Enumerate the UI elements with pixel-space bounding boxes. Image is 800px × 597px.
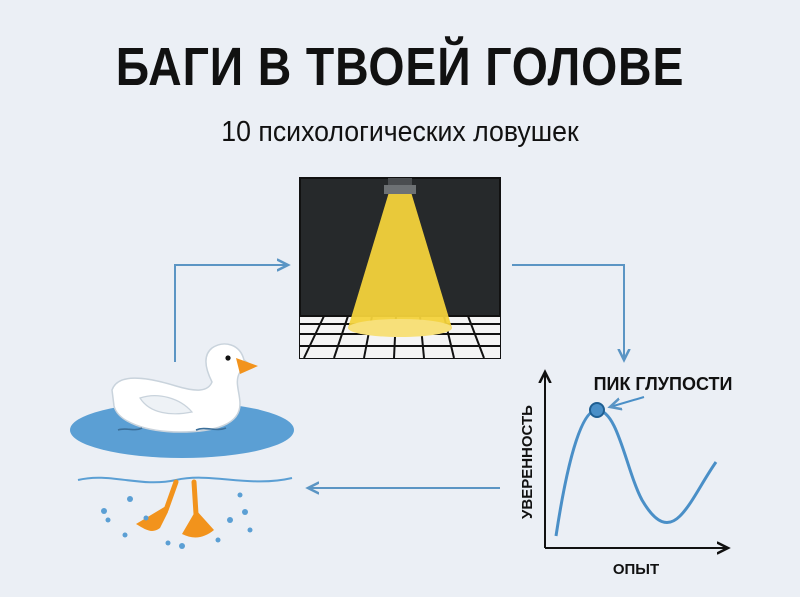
arrow-spotlight-to-chart	[512, 264, 624, 360]
page-subtitle: 10 психологических ловушек	[221, 116, 579, 148]
spotlight-stage-icon	[299, 177, 501, 359]
y-axis-label: УВЕРЕННОСТЬ	[519, 405, 536, 519]
arrow-duck-to-spotlight	[174, 265, 288, 362]
peak-point	[589, 402, 605, 418]
peak-label: ПИК ГЛУПОСТИ	[594, 374, 733, 394]
dunning-kruger-curve-icon: ПИК ГЛУПОСТИ УВЕРЕННОСТЬ ОПЫТ	[519, 372, 732, 578]
x-axis-label: ОПЫТ	[613, 561, 659, 578]
duck-feet-icon	[77, 476, 293, 549]
duck-icon	[70, 343, 294, 458]
flow-arrows	[174, 264, 624, 488]
peak-pointer	[610, 396, 645, 407]
page-title: БАГИ В ТВОЕЙ ГОЛОВЕ	[115, 37, 685, 97]
confidence-curve	[554, 408, 718, 537]
